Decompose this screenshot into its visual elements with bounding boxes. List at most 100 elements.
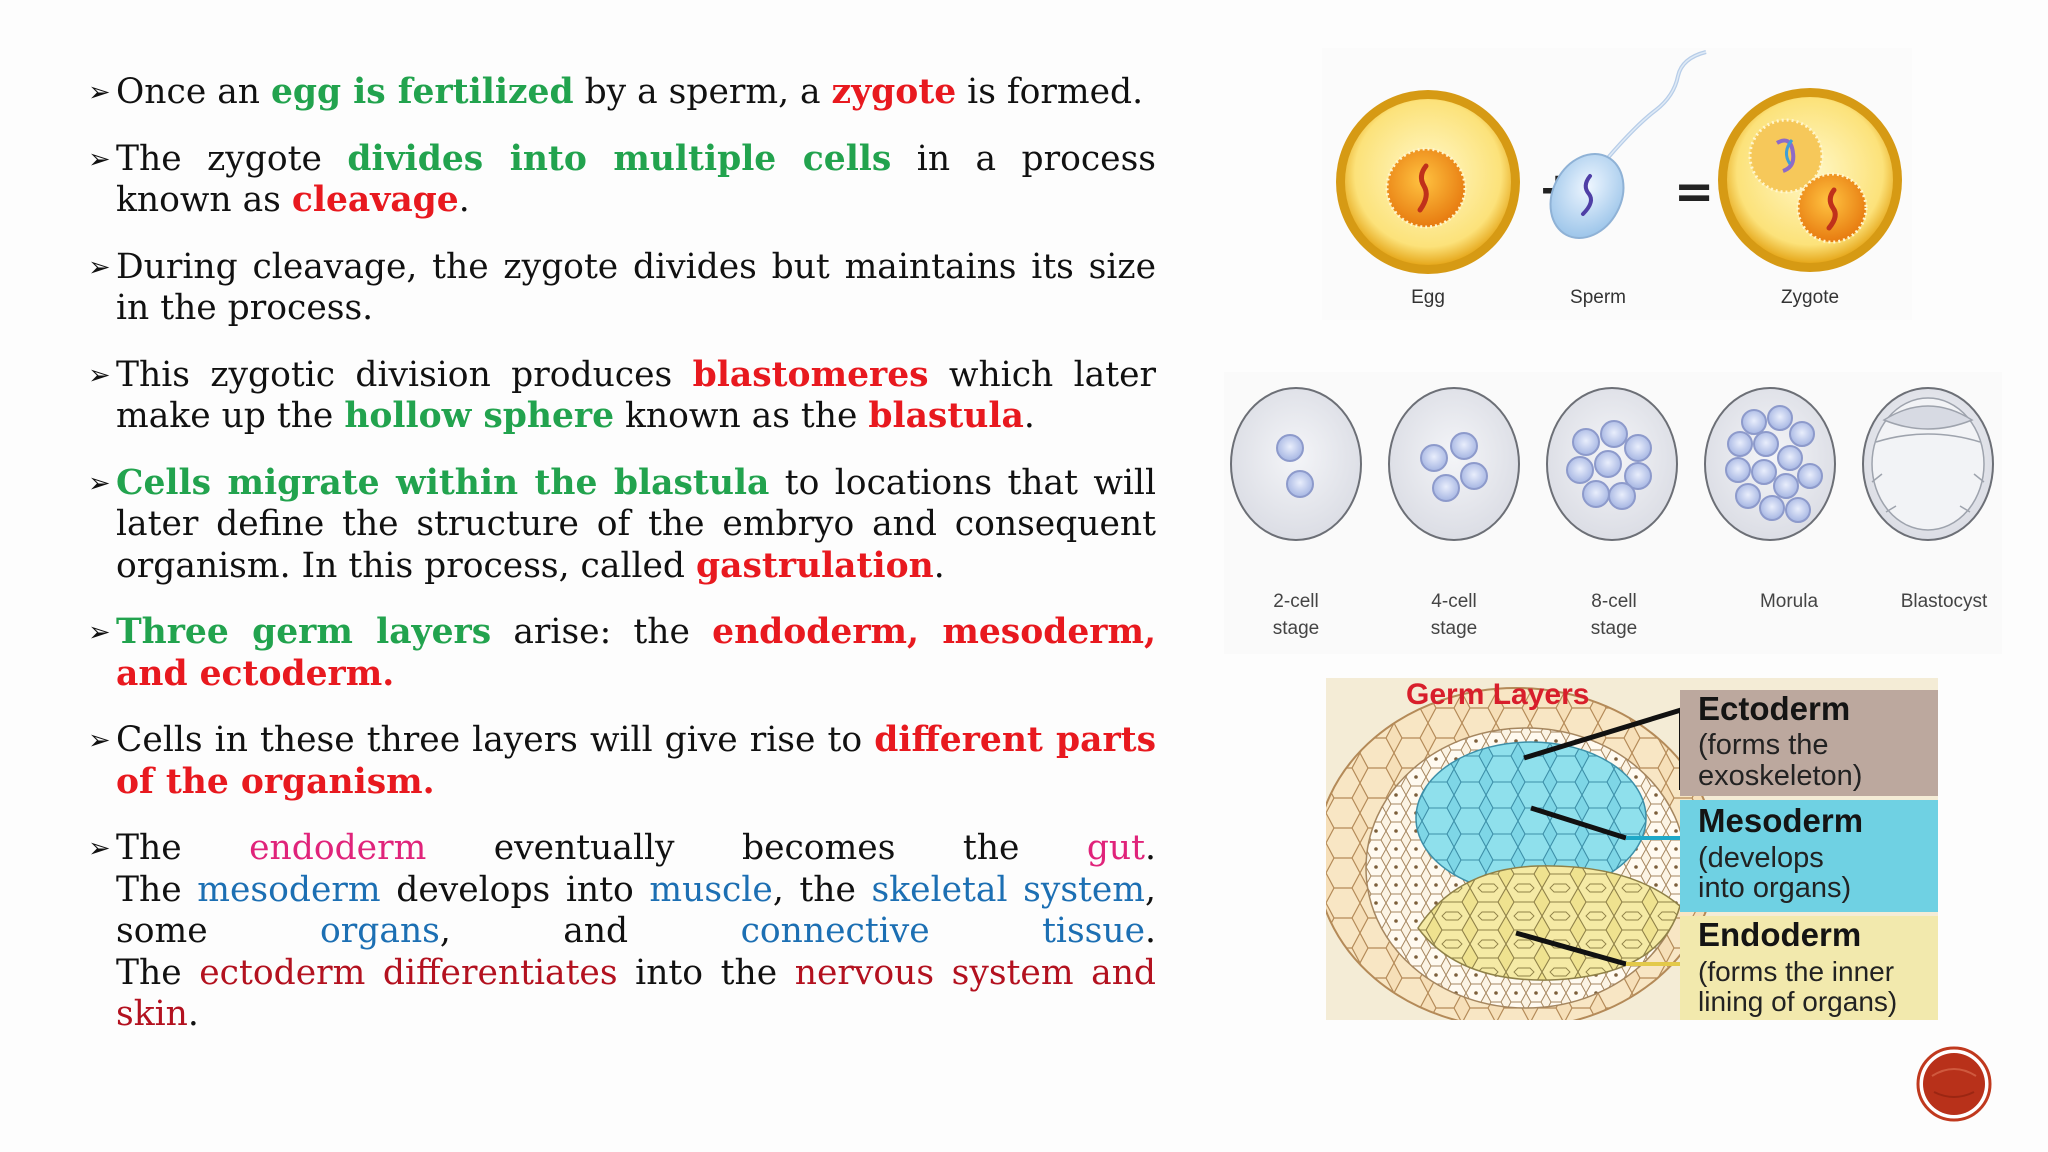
endoderm-pointer	[1515, 930, 1627, 967]
highlight-different-parts: different parts of the organism.	[116, 720, 1156, 802]
ectoderm-pointer	[1523, 707, 1682, 761]
mesoderm-desc-2: into organs)	[1698, 872, 1852, 904]
text-segment: Cells in these three layers will give ri…	[116, 720, 875, 760]
highlight-organs: organs	[320, 911, 440, 951]
bullet-fates: ➢ The endoderm eventually becomes the gu…	[88, 828, 1156, 1036]
stage-label-line: stage	[1590, 618, 1638, 639]
stage-label-line: 4-cell	[1431, 591, 1477, 612]
zygote-cell	[1718, 88, 1902, 272]
stage-label-line: 8-cell	[1591, 591, 1637, 612]
text-segment: by a sperm, a	[573, 72, 832, 112]
text-segment: .	[187, 994, 199, 1034]
text-segment: This zygotic division produces	[116, 354, 693, 395]
text-segment: into the	[617, 952, 795, 993]
text-segment: ,	[439, 911, 451, 951]
text-segment: .	[933, 545, 945, 586]
text-segment: The	[116, 869, 198, 910]
highlight-hollow-sphere: hollow sphere	[344, 396, 615, 436]
stage-2-cell	[1230, 387, 1362, 541]
highlight-mesoderm: mesoderm	[197, 869, 381, 910]
egg-label: Egg	[1411, 287, 1445, 308]
text-segment: the	[962, 828, 1020, 868]
red-circle-nav-icon	[1916, 1046, 1992, 1122]
endoderm-desc-1: (forms the inner	[1698, 956, 1895, 987]
fates-line-4: The ectoderm differentiates into the ner…	[116, 953, 1156, 995]
ectoderm-title: Ectoderm	[1698, 690, 1851, 727]
text-segment: and	[563, 911, 629, 951]
text-segment: , the	[772, 869, 872, 910]
stage-label-blastocyst: Blastocyst	[1886, 588, 2002, 615]
text-segment: eventually	[493, 828, 675, 868]
text-segment: .	[1145, 911, 1156, 951]
highlight-cells-migrate: Cells migrate within the blastula	[116, 462, 770, 503]
stage-label-morula: Morula	[1734, 588, 1844, 615]
fertilization-figure: + = Egg Sperm Zygote	[1322, 48, 1912, 320]
highlight-blastomeres: blastomeres	[692, 354, 929, 395]
bullet-fertilization: ➢ Once an egg is fertilized by a sperm, …	[88, 72, 1156, 114]
highlight-layer-names: endoderm, mesoderm, and ectoderm.	[116, 612, 1156, 694]
stage-label-8-cell: 8-cell stage	[1564, 588, 1664, 642]
highlight-skin: skin	[116, 994, 188, 1034]
highlight-gut: gut	[1086, 828, 1146, 868]
fates-line-2: The mesoderm develops into muscle, the s…	[116, 870, 1156, 912]
ectoderm-desc-2: exoskeleton)	[1698, 760, 1863, 792]
mesoderm-title: Mesoderm	[1698, 802, 1864, 839]
bullet-blastomeres: ➢ This zygotic division produces blastom…	[88, 355, 1156, 438]
stage-morula	[1704, 387, 1836, 541]
mesoderm-card	[1680, 800, 1938, 912]
gut-group: gut.	[1087, 828, 1156, 870]
arrow-bullet-icon: ➢	[88, 251, 111, 283]
zygote-label: Zygote	[1781, 287, 1839, 308]
stage-label-line: 2-cell	[1273, 591, 1319, 612]
text-segment: .	[1023, 396, 1035, 436]
sperm-label: Sperm	[1570, 287, 1626, 308]
cleavage-diagram	[1230, 387, 1994, 541]
highlight-skeletal-system: skeletal system	[871, 869, 1146, 910]
endoderm-title: Endoderm	[1698, 916, 1862, 953]
mesoderm-pointer	[1530, 805, 1627, 841]
arrow-bullet-icon: ➢	[88, 143, 111, 175]
germ-layers-title: Germ Layers	[1406, 678, 1590, 711]
text-segment: During cleavage, the zygote divides but …	[116, 246, 1156, 329]
highlight-muscle: muscle	[649, 869, 773, 910]
tissue-group: tissue.	[1042, 911, 1156, 953]
bullet-gastrulation: ➢ Cells migrate within the blastula to l…	[88, 463, 1156, 588]
highlight-blastula: blastula	[868, 396, 1024, 436]
text-segment: which later make up the	[116, 354, 1156, 437]
highlight-egg-fertilized: egg is fertilized	[270, 72, 574, 112]
text-segment: is formed.	[956, 72, 1144, 112]
text-segment: .	[1145, 828, 1156, 868]
sperm-cell	[1549, 50, 1707, 240]
arrow-bullet-icon: ➢	[88, 833, 111, 864]
highlight-three-germ-layers: Three germ layers	[116, 612, 492, 652]
stage-label-line: Morula	[1759, 591, 1819, 612]
highlight-gastrulation: gastrulation	[695, 545, 934, 586]
fates-line-5: skin.	[116, 994, 1156, 1036]
arrow-bullet-icon: ➢	[88, 725, 111, 756]
text-segment: to locations that will later define the …	[116, 462, 1156, 586]
stage-label-line: Blastocyst	[1900, 591, 1988, 612]
organs-group: organs,	[320, 911, 451, 953]
text-segment: develops into	[380, 869, 650, 910]
equals-operator: =	[1674, 164, 1714, 220]
text-segment: The	[116, 952, 200, 993]
arrow-bullet-icon: ➢	[88, 617, 111, 648]
fertilization-diagram: + = Egg Sperm Zygote	[1336, 50, 1902, 308]
text-segment: in a process known as	[116, 138, 1156, 221]
germ-layers-figure: Germ Layers Ectoderm (forms the exoskele…	[1326, 678, 1938, 1020]
text-segment: arise: the	[491, 612, 713, 652]
fates-line-1: The endoderm eventually becomes the gut.	[116, 828, 1156, 870]
endoderm-desc-2: lining of organs)	[1698, 986, 1898, 1017]
highlight-tissue: tissue	[1042, 911, 1146, 951]
slide-nav-button[interactable]	[1916, 1046, 1992, 1122]
bullet-cleavage: ➢ The zygote divides into multiple cells…	[88, 139, 1156, 222]
highlight-divides: divides into multiple cells	[347, 138, 892, 179]
endoderm-card	[1680, 916, 1938, 1020]
arrow-bullet-icon: ➢	[88, 467, 111, 499]
arrow-bullet-icon: ➢	[88, 359, 111, 391]
text-segment: Once an	[116, 72, 271, 112]
text-segment: some	[116, 911, 208, 951]
bullet-list: ➢ Once an egg is fertilized by a sperm, …	[88, 72, 1156, 1036]
